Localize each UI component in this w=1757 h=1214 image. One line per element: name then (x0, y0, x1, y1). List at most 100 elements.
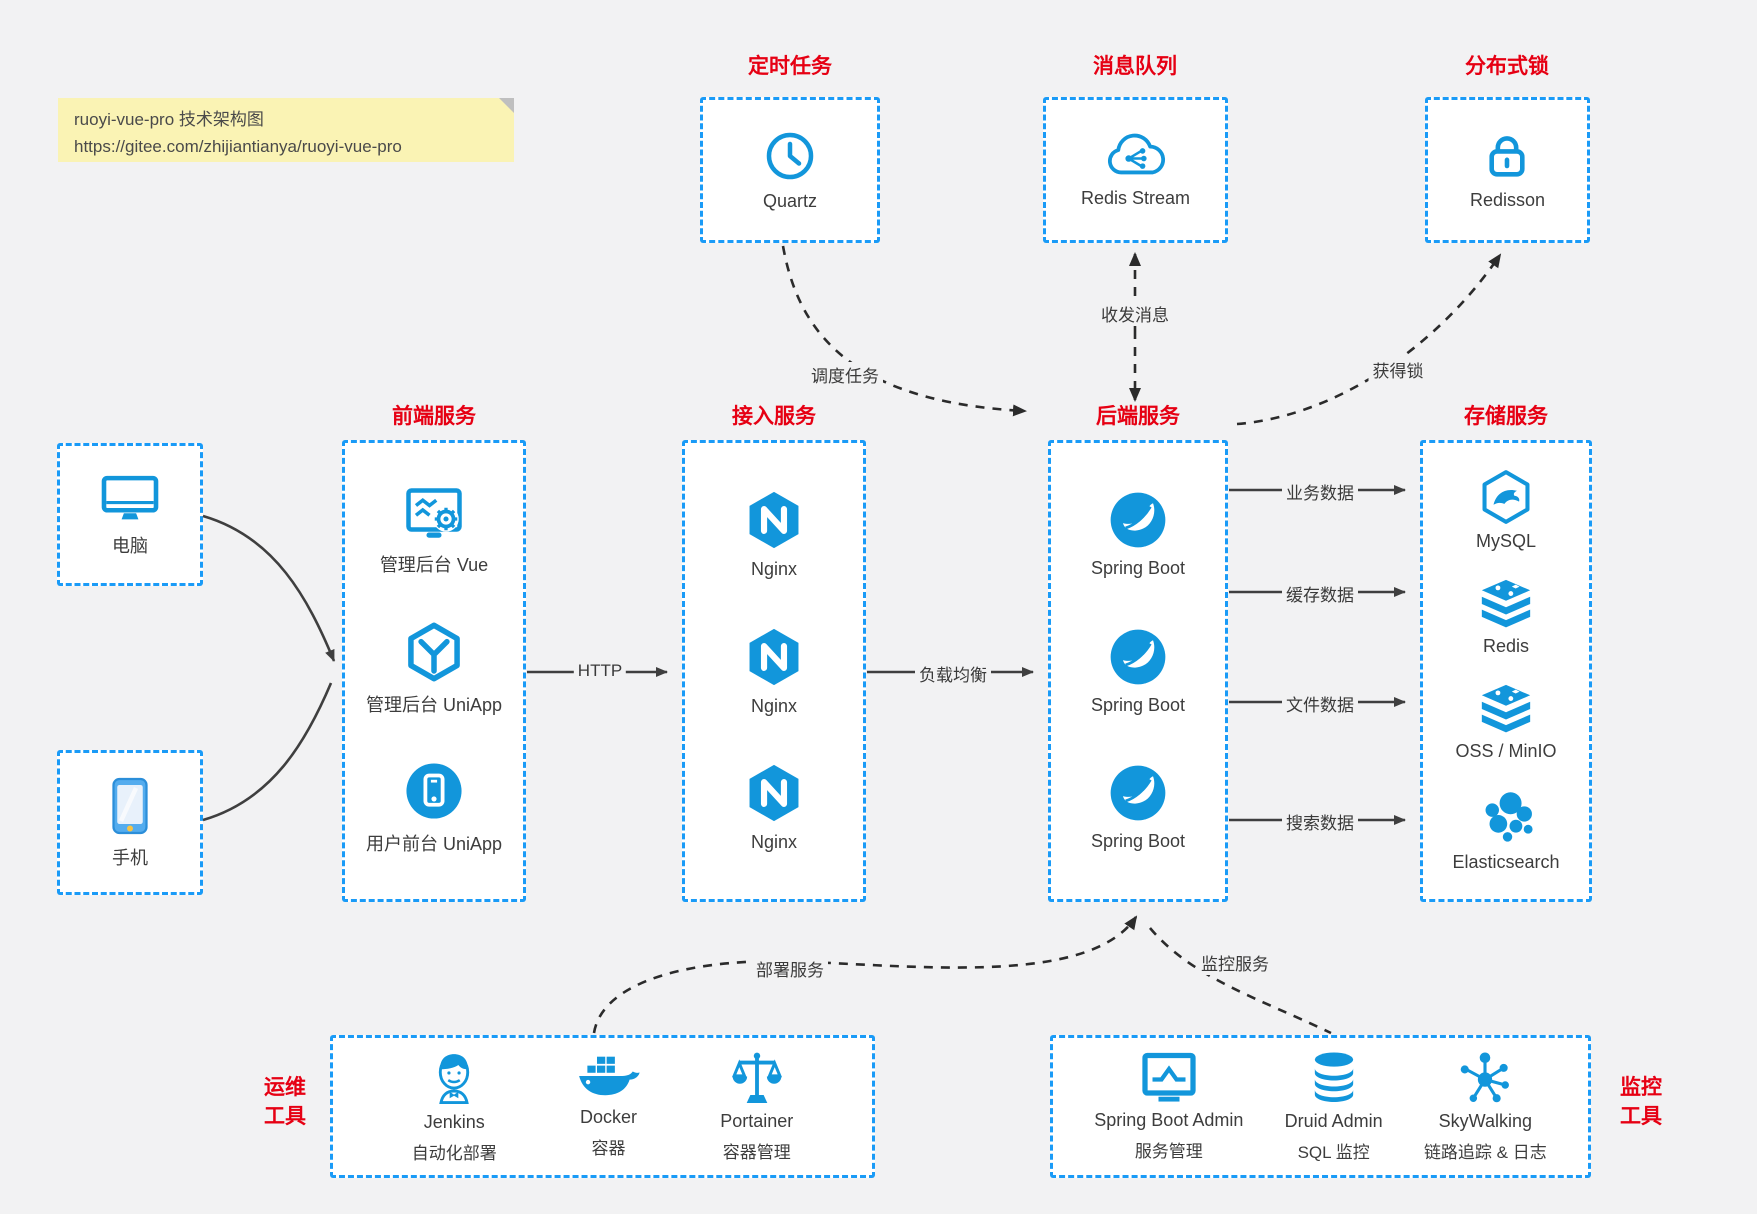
storage-title: 存储服务 (1464, 405, 1548, 428)
scheduler-title: 定时任务 (748, 55, 832, 78)
frontend-title: 前端服务 (392, 405, 476, 428)
oss-minio-icon (1481, 684, 1531, 733)
nginx-icon (749, 491, 799, 548)
lock-box: Redisson (1425, 97, 1590, 243)
portainer-icon (731, 1052, 782, 1104)
node-portainer: Portainer 容器管理 (720, 1050, 793, 1163)
cloud-stream-icon (1108, 133, 1166, 174)
edge-label-send-receive-message: 收发消息 (1097, 301, 1173, 326)
edge-label-monitor-service: 监控服务 (1197, 950, 1273, 975)
note-title: ruoyi-vue-pro 技术架构图 (74, 110, 264, 129)
node-nginx-1: Nginx (745, 489, 803, 580)
docker-icon (579, 1056, 641, 1096)
edge-acquire-lock (1236, 253, 1502, 426)
node-redis-stream: Redis Stream (1081, 132, 1190, 209)
elasticsearch-icon (1485, 792, 1533, 842)
node-label: 手机 (112, 847, 148, 868)
edge-label-file-data: 文件数据 (1282, 691, 1358, 716)
spring-boot-icon (1110, 629, 1166, 684)
node-label: Nginx (750, 695, 798, 716)
edge-label-http: HTTP (573, 661, 627, 681)
desktop-icon (101, 475, 159, 519)
redis-icon (1481, 579, 1531, 628)
node-label: Spring Boot (1090, 558, 1186, 579)
node-sublabel: 服务管理 (1134, 1142, 1203, 1161)
node-label: 电脑 (112, 535, 148, 556)
node-admin-vue: 管理后台 Vue (380, 486, 488, 577)
backend-title: 后端服务 (1096, 405, 1180, 428)
edge-monitor-service (1149, 927, 1332, 1035)
node-elasticsearch: Elasticsearch (1452, 788, 1560, 873)
edge-label-schedule-task: 调度任务 (807, 362, 883, 387)
pc-client-box: 电脑 (57, 443, 203, 586)
mysql-icon (1482, 470, 1530, 524)
node-sublabel: 容器 (591, 1139, 626, 1158)
druid-icon (1314, 1052, 1353, 1103)
node-label: Spring Boot (1090, 830, 1186, 851)
node-nginx-2: Nginx (745, 626, 803, 717)
node-springboot-2: Spring Boot (1091, 627, 1185, 716)
phone-client-box: 手机 (57, 750, 203, 895)
node-label: Redis Stream (1080, 187, 1191, 208)
node-label: Redis (1482, 636, 1530, 656)
node-pc: 电脑 (99, 472, 161, 558)
nginx-icon (749, 628, 799, 685)
node-skywalking: SkyWalking 链路追踪 & 日志 (1424, 1050, 1547, 1163)
node-sublabel: 容器管理 (722, 1143, 791, 1162)
node-oss-minio: OSS / MinIO (1455, 683, 1557, 762)
edge-label-load-balance: 负载均衡 (915, 661, 991, 686)
user-app-icon (406, 763, 462, 819)
edge-label-acquire-lock: 获得锁 (1368, 357, 1428, 382)
node-docker: Docker 容器 (575, 1054, 641, 1159)
node-label: 用户前台 UniApp (365, 833, 503, 854)
ops-title-line1: 运维 (264, 1076, 306, 1099)
node-label: Druid Admin (1284, 1111, 1383, 1131)
edge-pc-to-frontend (202, 514, 336, 662)
gateway-services-box: Nginx Nginx Nginx (682, 440, 866, 902)
nginx-icon (749, 765, 799, 822)
node-springboot-3: Spring Boot (1091, 763, 1185, 852)
note-url: https://gitee.com/zhijiantianya/ruoyi-vu… (74, 137, 402, 157)
node-label: 管理后台 UniApp (365, 694, 503, 715)
edge-phone-to-frontend (202, 682, 333, 822)
node-label: Spring Boot Admin (1094, 1110, 1244, 1130)
node-user-uniapp: 用户前台 UniApp (366, 760, 502, 856)
monitoring-title-line1: 监控 (1620, 1076, 1662, 1099)
frontend-services-box: 管理后台 Vue 管理后台 UniApp 用户前台 UniApp (342, 440, 526, 902)
smartphone-icon (112, 777, 148, 834)
node-label: Nginx (750, 832, 798, 853)
node-label: SkyWalking (1438, 1111, 1533, 1131)
spring-boot-admin-icon (1142, 1052, 1196, 1102)
uniapp-cube-icon (408, 622, 460, 681)
node-springboot-1: Spring Boot (1091, 490, 1185, 579)
skywalking-icon (1461, 1052, 1510, 1103)
spring-boot-icon (1110, 765, 1166, 821)
node-label: Quartz (762, 190, 818, 211)
node-mysql: MySQL (1476, 469, 1536, 552)
scheduler-box: Quartz (700, 97, 880, 243)
ops-title-line2: 工具 (264, 1104, 306, 1128)
node-label: Portainer (720, 1111, 794, 1131)
monitoring-title: 监控 工具 (1608, 1074, 1674, 1132)
padlock-icon (1489, 135, 1526, 177)
node-label: OSS / MinIO (1455, 741, 1557, 761)
node-label: Nginx (750, 558, 798, 579)
node-redis: Redis (1477, 578, 1535, 657)
node-label: 管理后台 Vue (379, 555, 489, 576)
node-label: Elasticsearch (1452, 852, 1560, 872)
edge-label-deploy-service: 部署服务 (752, 956, 828, 981)
spring-boot-icon (1110, 492, 1166, 548)
lock-title: 分布式锁 (1465, 55, 1549, 78)
mq-title: 消息队列 (1093, 55, 1177, 78)
node-sublabel: SQL 监控 (1297, 1143, 1370, 1162)
node-spring-boot-admin: Spring Boot Admin 服务管理 (1094, 1051, 1243, 1162)
monitoring-title-line2: 工具 (1620, 1104, 1662, 1128)
ops-tools-box: Jenkins 自动化部署 Docker 容器 (330, 1035, 875, 1178)
node-nginx-3: Nginx (745, 762, 803, 853)
mq-box: Redis Stream (1043, 97, 1228, 243)
clock-icon (766, 132, 814, 179)
edge-label-search-data: 搜索数据 (1282, 809, 1358, 834)
node-sublabel: 自动化部署 (411, 1144, 497, 1163)
monitoring-tools-box: Spring Boot Admin 服务管理 Druid Admin SQL 监… (1050, 1035, 1591, 1178)
